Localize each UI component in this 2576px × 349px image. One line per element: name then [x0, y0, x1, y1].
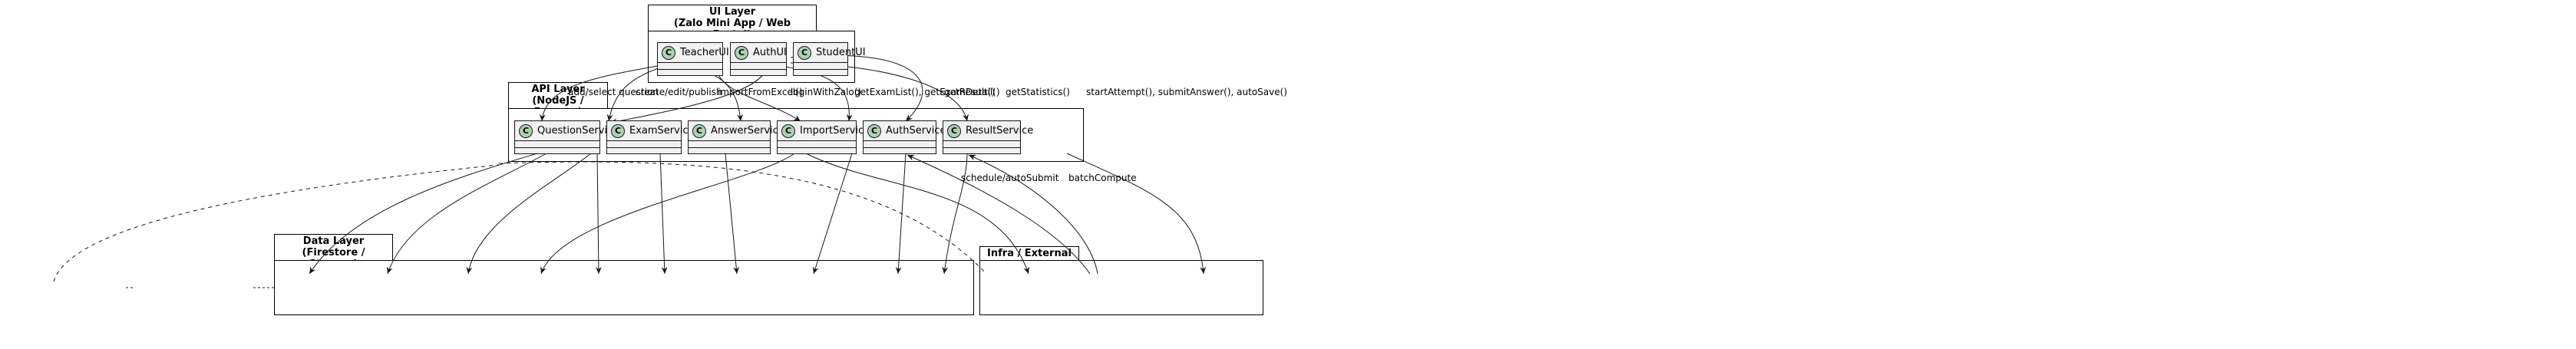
class-icon: C — [662, 45, 675, 60]
edge-label-add-select: add/select question — [568, 87, 659, 97]
class-icon: C — [867, 123, 881, 138]
data-layer-package — [274, 260, 974, 315]
edge-label-get-stats: getStatistics() — [1006, 87, 1070, 97]
class-icon: C — [798, 45, 811, 60]
edge-label-create-edit: create/edit/publish — [636, 87, 722, 97]
edge-label-login: loginWithZalo() — [791, 87, 861, 97]
class-name: ResultService — [966, 125, 1034, 137]
edge-label-get-result: getResult() — [944, 87, 995, 97]
edge-cloud-attempt — [907, 154, 1091, 275]
class-icon: C — [947, 123, 961, 138]
class-icon: C — [519, 123, 533, 138]
edge-notify-zalonotification — [1066, 153, 1207, 275]
note-link-ui — [53, 164, 500, 282]
edge-auth-zalooauth — [805, 153, 1029, 275]
class-name: TeacherUI — [680, 47, 729, 58]
edge-cloud-stats — [968, 154, 1098, 275]
class-name: AnswerService — [711, 125, 784, 137]
result-service-class[interactable]: C ResultService — [943, 120, 1033, 154]
dashed-schedule — [498, 161, 987, 275]
student-ui-class[interactable]: C StudentUI — [793, 42, 866, 76]
edge-teacher-question — [539, 64, 662, 122]
class-name: AuthUI — [753, 47, 787, 58]
edge-stats-leaderboards — [942, 153, 968, 275]
edge-answer-answers — [659, 153, 668, 275]
api-layer-title: API Layer — [531, 84, 585, 95]
question-service-class[interactable]: C QuestionService — [514, 120, 619, 154]
class-name: AuthService — [886, 125, 946, 137]
edge-label-import: importFromExcel() — [718, 87, 803, 97]
edge-auth-users — [540, 153, 795, 275]
class-icon: C — [781, 123, 795, 138]
edge-result-results — [812, 153, 853, 275]
auth-service-class[interactable]: C AuthService — [863, 120, 946, 154]
edge-label-start-attempt: startAttempt(), submitAnswer(), autoSave… — [1086, 87, 1287, 97]
edge-import-attachments — [725, 153, 740, 275]
exam-service-class[interactable]: C ExamService — [606, 120, 695, 154]
class-icon: C — [692, 123, 706, 138]
class-name: StudentUI — [816, 47, 866, 58]
answer-service-class[interactable]: C AnswerService — [688, 120, 784, 154]
edge-student-result — [774, 64, 853, 122]
edge-teacher-exam — [606, 64, 669, 122]
data-layer-title: Data Layer — [302, 235, 365, 247]
infra-layer-package-tab: Infra / External — [979, 246, 1079, 261]
infra-layer-title: Infra / External — [987, 248, 1072, 259]
edge-label-get-exam: getExamList(), getExamDetail() — [854, 87, 1000, 97]
class-icon: C — [735, 45, 748, 60]
edge-question-questions — [386, 153, 547, 275]
class-icon: C — [611, 123, 625, 138]
class-name: QuestionService — [537, 125, 619, 137]
auth-ui-class[interactable]: C AuthUI — [730, 42, 787, 76]
ui-layer-package-tab: UI Layer (Zalo Mini App / Web Portal) — [648, 5, 817, 41]
class-name: ImportService — [800, 125, 870, 137]
import-service-class[interactable]: C ImportService — [777, 120, 870, 154]
edge-exam-exams — [595, 153, 602, 275]
edge-label-schedule: schedule/autoSubmit — [961, 173, 1059, 183]
ui-layer-title: UI Layer — [708, 6, 756, 18]
edge-question-choices — [309, 153, 538, 275]
edge-exam-bank — [466, 153, 592, 275]
teacher-ui-class[interactable]: C TeacherUI — [657, 42, 729, 76]
edge-label-batch: batchCompute — [1068, 173, 1137, 183]
data-layer-package-tab: Data Layer (Firestore / Storage) — [274, 234, 393, 270]
class-name: ExamService — [629, 125, 695, 137]
